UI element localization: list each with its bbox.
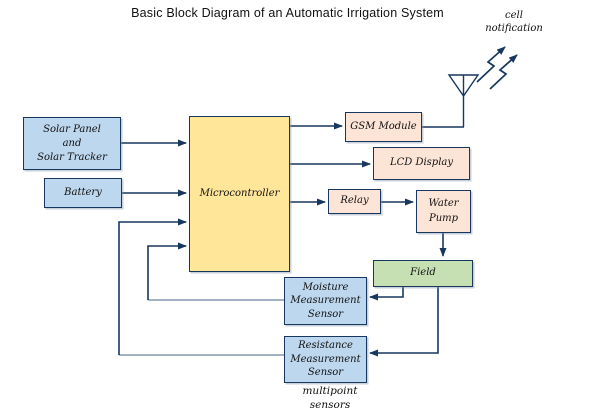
block-field: Field (373, 260, 473, 287)
battery-label: Battery (64, 186, 102, 198)
block-resistance-sensor: Resistance Measurement Sensor (284, 336, 367, 383)
block-battery: Battery (44, 178, 122, 208)
microcontroller-label: Microcontroller (199, 187, 280, 199)
solar-panel-line3: Solar Tracker (37, 151, 107, 163)
cell-notification-line2: notification (485, 23, 543, 34)
moisture-sensor-line3: Sensor (307, 308, 344, 320)
block-moisture-sensor: Moisture Measurement Sensor (284, 277, 367, 325)
block-gsm-module: GSM Module (345, 112, 422, 142)
arrow-moisture-to-microcontroller (147, 242, 187, 300)
arrow-resistance-to-microcontroller (118, 218, 187, 355)
moisture-sensor-line1: Moisture (302, 281, 349, 293)
field-label: Field (410, 267, 436, 279)
moisture-sensor-line2: Measurement (290, 295, 361, 307)
resistance-sensor-line2: Measurement (290, 353, 361, 365)
cell-signal-arrows-icon (476, 46, 518, 90)
cell-notification-line1: cell (505, 10, 523, 21)
block-microcontroller: Microcontroller (189, 116, 290, 272)
solar-panel-line1: Solar Panel (43, 123, 101, 135)
arrow-field-to-moisture-sensor (369, 287, 404, 301)
cell-notification-label: cell notification (468, 9, 560, 35)
arrow-field-to-resistance-sensor (369, 287, 439, 357)
lcd-display-label: LCD Display (389, 157, 454, 169)
resistance-sensor-line1: Resistance (298, 340, 353, 352)
block-relay: Relay (328, 189, 381, 214)
block-water-pump: Water Pump (416, 190, 471, 233)
block-solar-panel-tracker: Solar Panel and Solar Tracker (23, 117, 121, 170)
resistance-sensor-line3: Sensor (307, 367, 344, 379)
solar-panel-line2: and (62, 137, 82, 149)
antenna-icon (447, 74, 480, 127)
relay-label: Relay (340, 195, 369, 207)
diagram-title: Basic Block Diagram of an Automatic Irri… (131, 6, 444, 20)
water-pump-line2: Pump (428, 212, 459, 224)
multipoint-sensors-label: multipoint sensors (302, 385, 358, 411)
block-lcd-display: LCD Display (373, 147, 470, 180)
gsm-module-label: GSM Module (350, 120, 417, 132)
water-pump-line1: Water (428, 198, 459, 209)
